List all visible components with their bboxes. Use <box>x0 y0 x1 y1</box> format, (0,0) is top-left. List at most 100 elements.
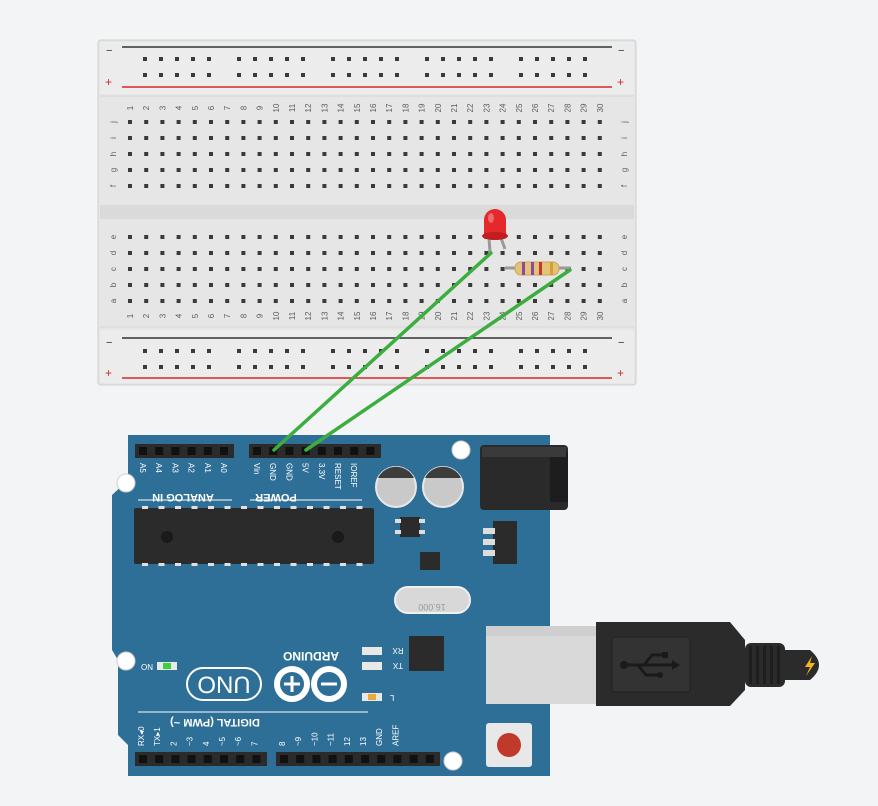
breadboard-hole[interactable] <box>241 136 246 140</box>
breadboard-hole[interactable] <box>241 299 246 303</box>
breadboard-hole[interactable] <box>500 283 505 287</box>
breadboard-hole[interactable] <box>387 152 392 156</box>
breadboard-hole[interactable] <box>452 267 456 271</box>
breadboard-hole[interactable] <box>290 267 294 271</box>
breadboard-hole[interactable] <box>565 136 570 140</box>
rail-hole[interactable] <box>347 349 351 353</box>
rail-hole[interactable] <box>269 73 273 77</box>
breadboard-hole[interactable] <box>500 299 505 303</box>
breadboard-hole[interactable] <box>533 168 537 172</box>
breadboard-hole[interactable] <box>225 168 230 172</box>
breadboard-hole[interactable] <box>306 136 311 140</box>
breadboard-hole[interactable] <box>192 299 197 303</box>
breadboard-hole[interactable] <box>306 251 311 255</box>
breadboard-hole[interactable] <box>371 184 375 188</box>
breadboard-hole[interactable] <box>241 283 246 287</box>
header-pin-socket[interactable] <box>361 755 369 763</box>
breadboard-hole[interactable] <box>160 152 165 156</box>
breadboard-hole[interactable] <box>403 283 408 287</box>
breadboard-hole[interactable] <box>290 152 294 156</box>
breadboard-hole[interactable] <box>160 267 165 271</box>
rail-hole[interactable] <box>207 57 211 61</box>
breadboard-hole[interactable] <box>581 136 586 140</box>
breadboard-hole[interactable] <box>209 168 213 172</box>
breadboard-hole[interactable] <box>322 120 327 124</box>
breadboard-hole[interactable] <box>144 267 149 271</box>
header-pin-socket[interactable] <box>171 447 180 455</box>
breadboard-hole[interactable] <box>257 283 262 287</box>
breadboard-hole[interactable] <box>533 299 537 303</box>
breadboard-hole[interactable] <box>241 168 246 172</box>
breadboard-hole[interactable] <box>209 152 213 156</box>
breadboard-hole[interactable] <box>549 120 554 124</box>
breadboard-hole[interactable] <box>128 168 132 172</box>
breadboard-hole[interactable] <box>176 168 181 172</box>
breadboard-hole[interactable] <box>322 283 327 287</box>
breadboard-hole[interactable] <box>419 267 424 271</box>
rail-hole[interactable] <box>425 349 429 353</box>
header-pin-socket[interactable] <box>220 755 228 763</box>
breadboard-hole[interactable] <box>419 120 424 124</box>
wire-gnd-led[interactable] <box>272 251 493 452</box>
header-pin-socket[interactable] <box>334 447 342 455</box>
rail-hole[interactable] <box>191 73 195 77</box>
breadboard-hole[interactable] <box>565 251 570 255</box>
breadboard-hole[interactable] <box>209 235 213 239</box>
breadboard-hole[interactable] <box>273 251 278 255</box>
breadboard-hole[interactable] <box>516 235 521 239</box>
breadboard-hole[interactable] <box>516 283 521 287</box>
rail-hole[interactable] <box>535 349 539 353</box>
rail-hole[interactable] <box>253 349 257 353</box>
rail-hole[interactable] <box>237 365 241 369</box>
breadboard-hole[interactable] <box>452 168 456 172</box>
header-pin-socket[interactable] <box>296 755 305 763</box>
breadboard-hole[interactable] <box>290 120 294 124</box>
breadboard-hole[interactable] <box>192 136 197 140</box>
header-pin-socket[interactable] <box>139 447 147 455</box>
breadboard-hole[interactable] <box>338 120 343 124</box>
breadboard-hole[interactable] <box>273 120 278 124</box>
breadboard-hole[interactable] <box>225 235 230 239</box>
power-header[interactable] <box>249 444 381 458</box>
rail-hole[interactable] <box>535 365 539 369</box>
breadboard-hole[interactable] <box>533 184 537 188</box>
breadboard-hole[interactable] <box>257 184 262 188</box>
breadboard-hole[interactable] <box>468 120 473 124</box>
rail-hole[interactable] <box>253 365 257 369</box>
breadboard-hole[interactable] <box>192 152 197 156</box>
breadboard-hole[interactable] <box>338 235 343 239</box>
breadboard-hole[interactable] <box>144 251 149 255</box>
breadboard-hole[interactable] <box>209 136 213 140</box>
rail-hole[interactable] <box>301 73 305 77</box>
breadboard-hole[interactable] <box>387 267 392 271</box>
breadboard-hole[interactable] <box>322 267 327 271</box>
rail-hole[interactable] <box>269 349 273 353</box>
breadboard-hole[interactable] <box>452 136 456 140</box>
breadboard-hole[interactable] <box>354 267 359 271</box>
breadboard-hole[interactable] <box>468 267 473 271</box>
rail-hole[interactable] <box>583 57 587 61</box>
breadboard-hole[interactable] <box>403 152 408 156</box>
rail-hole[interactable] <box>159 57 163 61</box>
breadboard-hole[interactable] <box>549 299 554 303</box>
breadboard-hole[interactable] <box>403 251 408 255</box>
breadboard-hole[interactable] <box>144 283 149 287</box>
breadboard-hole[interactable] <box>565 152 570 156</box>
breadboard-hole[interactable] <box>322 251 327 255</box>
breadboard-hole[interactable] <box>160 168 165 172</box>
header-pin-socket[interactable] <box>203 755 212 763</box>
breadboard-hole[interactable] <box>403 235 408 239</box>
breadboard-hole[interactable] <box>500 152 505 156</box>
rail-hole[interactable] <box>473 349 477 353</box>
breadboard-hole[interactable] <box>597 136 602 140</box>
usb-cable[interactable] <box>596 622 819 706</box>
breadboard-hole[interactable] <box>160 184 165 188</box>
breadboard-hole[interactable] <box>257 235 262 239</box>
breadboard-hole[interactable] <box>597 251 602 255</box>
breadboard-hole[interactable] <box>387 184 392 188</box>
breadboard-hole[interactable] <box>403 184 408 188</box>
breadboard-hole[interactable] <box>468 136 473 140</box>
rail-hole[interactable] <box>175 57 179 61</box>
